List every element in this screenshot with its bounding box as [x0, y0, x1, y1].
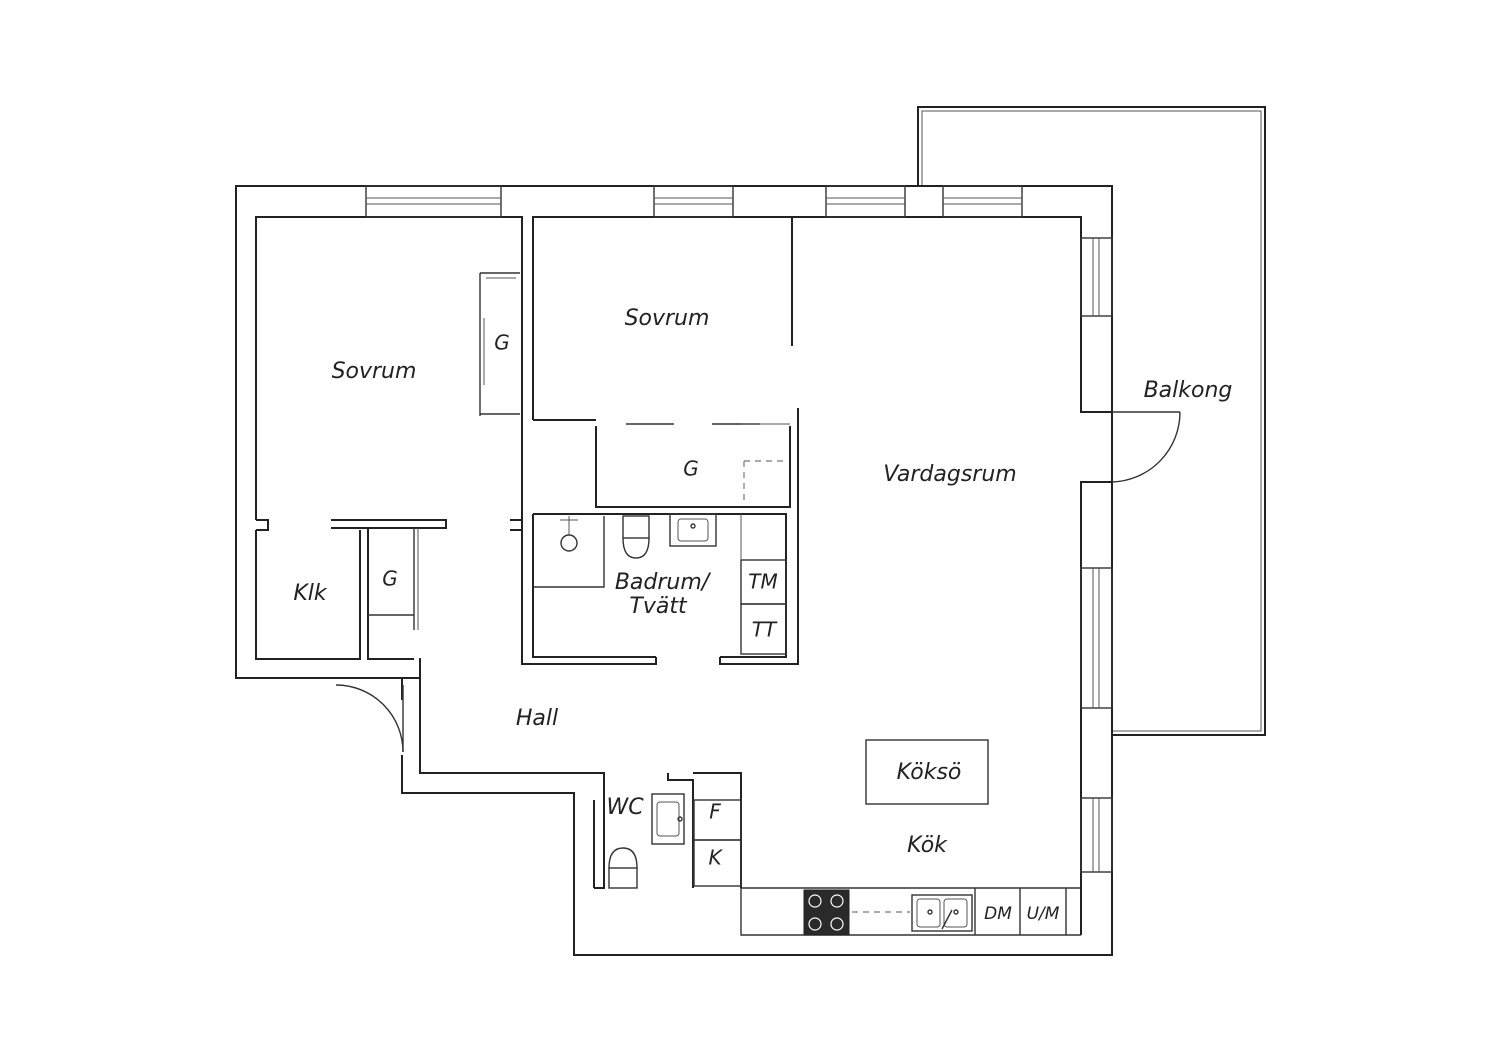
label-badrum: Badrum/ [615, 570, 712, 595]
label-sovrum-left: Sovrum [332, 359, 417, 384]
label-tvatt: Tvätt [629, 594, 688, 619]
label-g-left: G [494, 331, 510, 355]
balcony [917, 106, 1266, 736]
label-tt: TT [752, 618, 778, 642]
outer-walls [235, 185, 1113, 956]
label-sovrum-top: Sovrum [625, 306, 710, 331]
toilet-bathroom [622, 515, 650, 559]
label-balkong: Balkong [1144, 378, 1233, 403]
kitchen-island [865, 739, 989, 805]
stove [803, 889, 850, 936]
bathroom-fixtures [533, 513, 787, 655]
toilet-wc [608, 847, 638, 889]
interior-walls [256, 217, 799, 888]
closets [368, 272, 790, 630]
fixture-labels: G G G TM TT F K DM U/M [382, 331, 1059, 925]
label-kok: Kök [907, 833, 948, 858]
label-kokso: Köksö [897, 760, 962, 785]
kitchen-sink [911, 894, 973, 932]
label-klk: Klk [293, 581, 328, 606]
sink-bathroom [669, 513, 717, 547]
label-g-mid: G [683, 457, 699, 481]
sink-wc [651, 793, 685, 845]
shower [533, 516, 605, 588]
label-dm: DM [984, 904, 1012, 924]
label-wc: WC [606, 795, 644, 820]
label-g-small: G [382, 567, 398, 591]
label-tm: TM [748, 570, 777, 594]
washer-dryer-stack [740, 514, 787, 655]
windows [365, 185, 1113, 873]
label-hall: Hall [516, 706, 558, 731]
label-f: F [709, 800, 721, 824]
label-um: U/M [1027, 904, 1060, 924]
label-k: K [708, 846, 723, 870]
room-labels: Sovrum Sovrum Vardagsrum Balkong Hall Kl… [293, 306, 1232, 858]
label-vardagsrum: Vardagsrum [883, 462, 1016, 487]
wc-fixtures [608, 793, 685, 889]
kitchen [693, 739, 1081, 936]
doors [335, 411, 1181, 753]
